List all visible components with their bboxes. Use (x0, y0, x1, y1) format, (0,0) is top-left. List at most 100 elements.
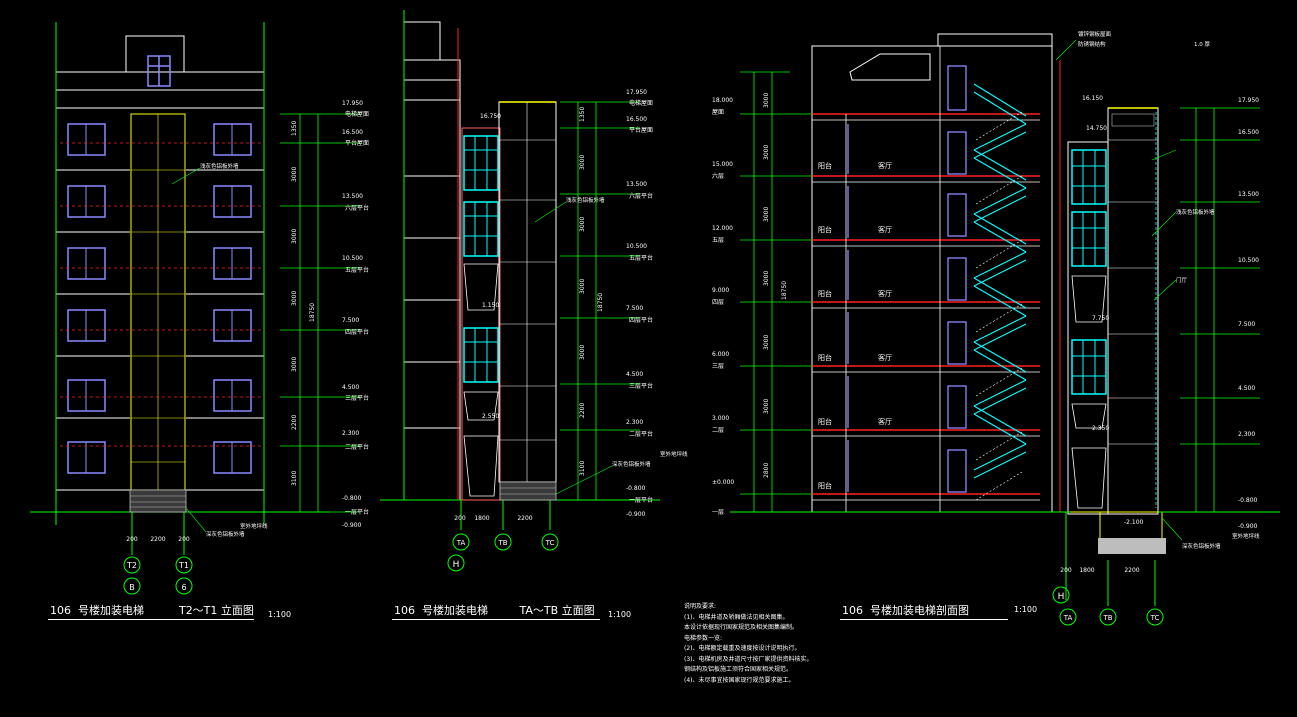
elevation-value: 12.000 (712, 225, 733, 232)
elevation-value: 4.500 (1238, 385, 1255, 392)
annotation: 深灰色铝板外墙 (612, 460, 651, 468)
stair-tower-2 (461, 101, 557, 501)
elevation-value: 16.500 (342, 129, 363, 136)
elevation-value: 7.500 (1238, 321, 1255, 328)
drawing-scale-2: 1:100 (608, 610, 632, 619)
elevation-value: 10.500 (342, 255, 363, 262)
notes-heading: 说明及要求: (684, 603, 717, 610)
room-label: 阳台 (818, 225, 832, 234)
building-outline-2 (403, 21, 461, 501)
annotation: 浅灰色铝板外墙 (566, 196, 605, 204)
elevation-value: 15.000 (712, 161, 733, 168)
notes-line: 本设计依据现行国家规范及相关图集编制。 (684, 624, 799, 631)
floor-label: 四层 (712, 299, 724, 306)
vdim-text: 3100 (291, 471, 298, 486)
notes-line: (3)、电梯机房及井道尺寸按厂家提供资料核实。 (684, 655, 813, 663)
floor-label: 六层平台 (629, 192, 653, 200)
axis-label: TA (456, 539, 466, 547)
vdim-text: 3000 (763, 271, 770, 286)
annotation: 防锈钢结构 (1078, 40, 1106, 48)
window-grid-1 (67, 55, 252, 474)
floor-label: 电梯屋面 (345, 110, 369, 118)
elevation-value: 10.500 (626, 243, 647, 250)
elevation-value: 7.750 (1092, 315, 1109, 322)
vdim-text: 3100 (579, 461, 586, 476)
building-outline-1 (55, 35, 265, 513)
elevation-value: 4.500 (626, 371, 643, 378)
dim-text: 2200 (1124, 567, 1139, 574)
title-number: 106 (394, 604, 415, 617)
axis-bubble (1099, 608, 1117, 626)
elevator-tower-3 (1059, 60, 1159, 515)
elevation-value: 3.000 (712, 415, 729, 422)
dim-text: 200 (454, 515, 466, 522)
room-label: 阳台 (818, 161, 832, 170)
title-number: 106 (50, 604, 71, 617)
vdim-text: 1350 (291, 121, 298, 136)
elevation-value: 16.500 (626, 116, 647, 123)
elevation-value: 2.350 (1092, 425, 1109, 432)
notes-line: 电梯参数一览: (684, 634, 723, 642)
vdim-text: 18750 (597, 293, 604, 312)
annotation: 浅灰色铝板外墙 (200, 162, 239, 170)
elevator-shaft-1 (129, 113, 187, 513)
floor-label: 电梯屋面 (629, 99, 653, 107)
title-text: 号楼加装电梯 (422, 604, 488, 617)
elevation-value: 4.500 (342, 384, 359, 391)
axis-label: TA (1063, 614, 1073, 622)
vdim-text: 3000 (291, 291, 298, 306)
vdim-text: 18750 (781, 281, 788, 300)
axis-bubble (175, 556, 193, 574)
floor-label: 一层平台 (629, 496, 653, 504)
elevation-value: -0.900 (626, 511, 646, 518)
notes-line: (4)、未尽事宜按国家现行规范要求施工。 (684, 676, 795, 684)
floor-label: 三层平台 (345, 394, 369, 402)
title-underline (392, 619, 600, 620)
axis-label: H (1058, 592, 1065, 602)
annotation: 深灰色铝板外墙 (206, 530, 245, 538)
floor-label: 五层 (712, 237, 724, 244)
vdim-text: 3000 (291, 167, 298, 182)
elevation-value: 13.500 (342, 193, 363, 200)
vdim-text: 3000 (763, 399, 770, 414)
elevation-value: 7.500 (342, 317, 359, 324)
title-axes: TA～TB 立面图 (519, 604, 595, 617)
room-label: 客厅 (878, 289, 892, 298)
axis-bubble (452, 533, 470, 551)
floor-label: 四层平台 (629, 316, 653, 324)
floor-label: 平台屋面 (629, 126, 653, 134)
title-underline (840, 619, 1008, 620)
room-label: 客厅 (878, 225, 892, 234)
elevation-value: 7.500 (626, 305, 643, 312)
room-label: 客厅 (878, 417, 892, 426)
grid-lines-2 (380, 10, 660, 530)
annotation: 深灰色铝板外墙 (1182, 542, 1221, 550)
elevation-value: 1.150 (482, 302, 499, 309)
vertical-dims-3 (740, 71, 1260, 512)
elevator-pit (1098, 538, 1166, 554)
dim-text: 2200 (150, 536, 165, 543)
title-underline (48, 619, 254, 620)
annotation: 镀锌钢板屋面 (1078, 30, 1112, 38)
annotation: 室外地坪线 (660, 450, 688, 458)
elevation-value: -0.900 (342, 522, 362, 529)
vdim-text: 3000 (291, 357, 298, 372)
axis-label: T1 (178, 561, 189, 570)
axis-label: T2 (126, 561, 137, 570)
floor-label: 二层 (712, 427, 724, 434)
vdim-text: 3000 (763, 93, 770, 108)
drawing-3-section: TA TB TC H 200 1800 2200 18.000 15.000 1… (712, 30, 1280, 626)
vertical-dims-2 (560, 101, 640, 500)
axis-label: TC (545, 539, 555, 547)
elevation-value: ±0.000 (712, 479, 734, 486)
drawing-1-elevation: T2 T1 B 6 200 2200 200 17.950 16.500 13.… (30, 22, 369, 595)
annotation: 浅灰色铝板外墙 (1176, 208, 1215, 216)
axis-bubble (494, 533, 512, 551)
vdim-text: 3000 (763, 207, 770, 222)
floor-label: 六层平台 (345, 204, 369, 212)
elevation-value: 16.150 (1082, 95, 1103, 102)
elevation-value: 13.500 (1238, 191, 1259, 198)
elevation-value: 16.750 (480, 113, 501, 120)
grid-lines-1 (30, 22, 330, 555)
